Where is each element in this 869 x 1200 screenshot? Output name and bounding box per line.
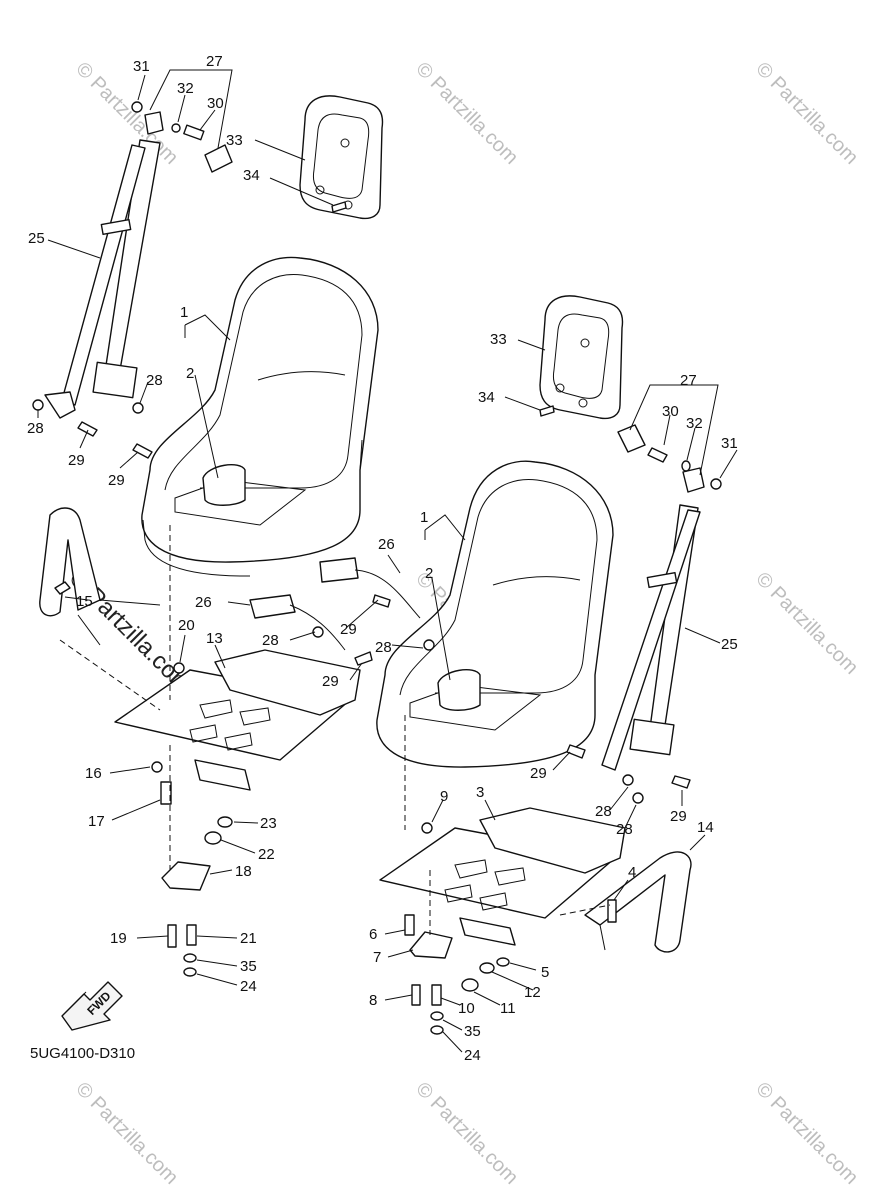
callout-22: 22 <box>258 846 275 863</box>
hardware <box>32 101 722 1035</box>
left-buckle-tongue <box>249 594 296 619</box>
callout-21: 21 <box>240 930 257 947</box>
watermark-3: © Partzilla.com <box>751 58 862 169</box>
callout-15: 15 <box>76 593 93 610</box>
callout-27-left: 27 <box>206 53 223 70</box>
callout-5: 5 <box>541 964 549 981</box>
callout-3: 3 <box>476 784 484 801</box>
right-grab-bar <box>584 851 692 953</box>
callout-10: 10 <box>458 1000 475 1017</box>
callout-29-left-a: 29 <box>68 452 85 469</box>
callout-35-left: 35 <box>240 958 257 975</box>
callout-29-right-a: 29 <box>530 765 547 782</box>
callout-6: 6 <box>369 926 377 943</box>
left-headrest <box>299 95 384 220</box>
left-bracket <box>161 861 211 891</box>
callout-23: 23 <box>260 815 277 832</box>
callout-30-right: 30 <box>662 403 679 420</box>
callout-29-right-upper: 29 <box>340 621 357 638</box>
right-bracket <box>409 931 453 959</box>
callout-11: 11 <box>500 1000 516 1017</box>
right-seat-belt <box>601 504 701 771</box>
right-headrest <box>539 295 624 420</box>
right-anchor-plate <box>682 467 705 493</box>
callout-29-left-b: 29 <box>108 472 125 489</box>
watermark-1: © Partzilla.com <box>71 58 182 169</box>
callout-18: 18 <box>235 863 252 880</box>
left-seat-belt <box>44 139 161 419</box>
callout-26-right: 26 <box>378 536 395 553</box>
callout-7: 7 <box>373 949 381 966</box>
alignment-lines <box>59 525 611 935</box>
right-seat-frame <box>379 807 626 946</box>
callout-34-right: 34 <box>478 389 495 406</box>
callout-31-right: 31 <box>721 435 738 452</box>
callout-1-right: 1 <box>420 509 428 526</box>
callout-28-right-a: 28 <box>595 803 612 820</box>
callout-30-left: 30 <box>207 95 224 112</box>
right-buckle <box>319 557 359 583</box>
callout-2-left: 2 <box>186 365 194 382</box>
callout-34-left: 34 <box>243 167 260 184</box>
callout-19: 19 <box>110 930 127 947</box>
left-seat <box>141 256 379 577</box>
left-seat-frame <box>114 649 361 791</box>
callout-33-left: 33 <box>226 132 243 149</box>
callout-26-left: 26 <box>195 594 212 611</box>
callout-14: 14 <box>697 819 714 836</box>
callout-29-right-b: 29 <box>670 808 687 825</box>
callout-16: 16 <box>85 765 102 782</box>
callout-2-right: 2 <box>425 565 433 582</box>
callout-1-left: 1 <box>180 304 188 321</box>
right-seat <box>376 460 614 768</box>
callout-4: 4 <box>628 864 636 881</box>
watermark-2: © Partzilla.com <box>411 58 522 169</box>
callout-28-center: 28 <box>262 632 279 649</box>
callout-28-left-upper: 28 <box>146 372 163 389</box>
leader-lines <box>37 69 738 1053</box>
callout-13: 13 <box>206 630 223 647</box>
callout-28-right-upper: 28 <box>375 639 392 656</box>
callout-27-right: 27 <box>680 372 697 389</box>
callout-24-left: 24 <box>240 978 257 995</box>
callout-9: 9 <box>440 788 448 805</box>
callout-25-right: 25 <box>721 636 738 653</box>
watermark-7: © Partzilla.com <box>71 1078 182 1189</box>
callout-32-left: 32 <box>177 80 194 97</box>
watermark-9: © Partzilla.com <box>751 1078 862 1189</box>
callout-31-left: 31 <box>133 58 150 75</box>
callout-35-right: 35 <box>464 1023 481 1040</box>
right-anchor-cover <box>617 424 646 453</box>
diagram-code: 5UG4100-D310 <box>30 1045 135 1062</box>
callout-33-right: 33 <box>490 331 507 348</box>
left-anchor-plate <box>144 111 164 135</box>
callouts: 31 27 32 30 33 34 25 1 2 28 28 29 29 15 … <box>27 53 738 1064</box>
callout-29-center: 29 <box>322 673 339 690</box>
callout-17: 17 <box>88 813 105 830</box>
left-anchor-cover <box>204 144 233 173</box>
fwd-arrow: FWD <box>61 981 123 1031</box>
callout-24-right: 24 <box>464 1047 481 1064</box>
callout-25-left: 25 <box>28 230 45 247</box>
watermark-8: © Partzilla.com <box>411 1078 522 1189</box>
callout-28-right-b: 28 <box>616 821 633 838</box>
callout-20: 20 <box>178 617 195 634</box>
callout-8: 8 <box>369 992 377 1009</box>
callout-32-right: 32 <box>686 415 703 432</box>
watermark-5: © Partzilla.com <box>751 568 862 679</box>
callout-28-left-lower: 28 <box>27 420 44 437</box>
callout-12: 12 <box>524 984 541 1001</box>
